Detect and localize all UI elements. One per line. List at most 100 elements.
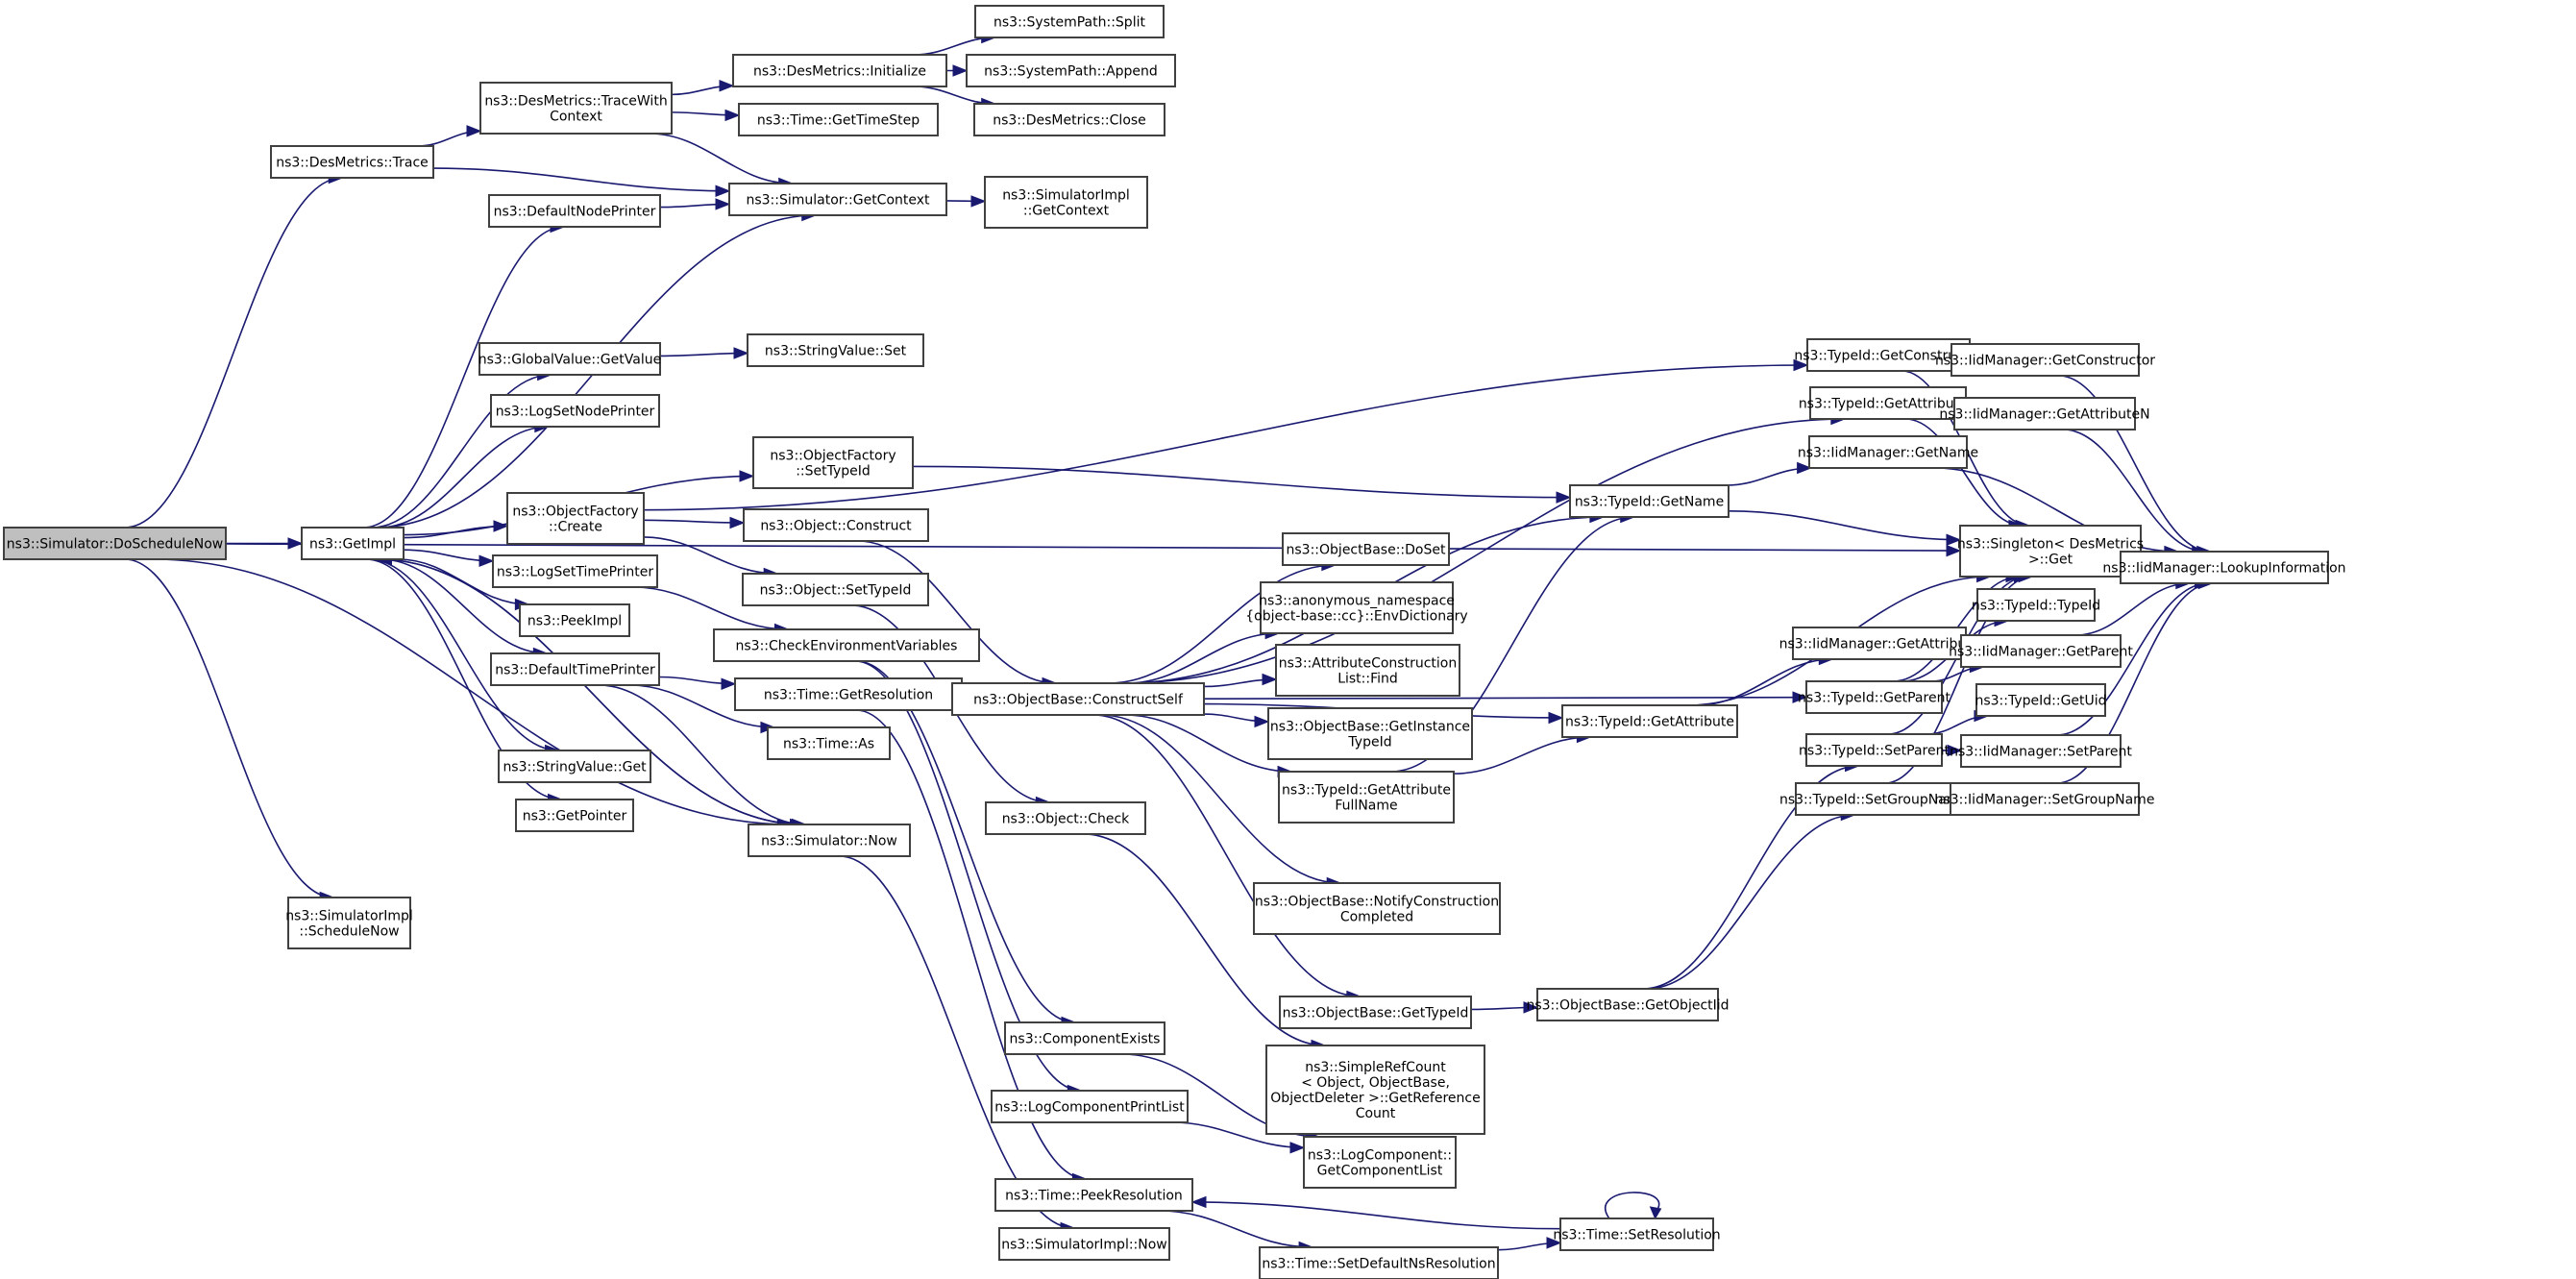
node-object-set-type-id[interactable]: ns3::Object::SetTypeId <box>742 573 929 606</box>
node-box <box>515 799 634 832</box>
edge-objectbase_construct_self-to-typeid_get_parent <box>1203 691 1808 703</box>
edge-line <box>2056 582 2213 784</box>
node-get-pointer[interactable]: ns3::GetPointer <box>515 799 634 832</box>
node-box <box>738 103 939 136</box>
node-label: ns3::TypeId::GetAttribute <box>1565 715 1734 730</box>
node-simulator-now[interactable]: ns3::Simulator::Now <box>748 824 911 857</box>
nodes-layer: ns3::Simulator::DoScheduleNow ns3::GetImp… <box>3 5 2346 1279</box>
node-time-peek-resolution[interactable]: ns3::Time::PeekResolution <box>994 1178 1193 1212</box>
node-objectfactory-create[interactable]: ns3::ObjectFactory::Create <box>506 492 645 545</box>
node-default-node-printer[interactable]: ns3::DefaultNodePrinter <box>488 194 661 228</box>
node-label: GetComponentList <box>1317 1164 1443 1179</box>
node-label: ::SetTypeId <box>796 464 871 480</box>
node-stringvalue-get[interactable]: ns3::StringValue::Get <box>498 750 651 783</box>
node-iidmanager-get-attribute[interactable]: ns3::IidManager::GetAttribute <box>1779 627 1980 660</box>
node-iidmanager-get-attribute-n[interactable]: ns3::IidManager::GetAttributeN <box>1939 397 2150 430</box>
node-log-set-node-printer[interactable]: ns3::LogSetNodePrinter <box>490 394 660 428</box>
node-iidmanager-set-group-name[interactable]: ns3::IidManager::SetGroupName <box>1935 782 2155 816</box>
node-stringvalue-set[interactable]: ns3::StringValue::Set <box>747 333 924 367</box>
node-simulatorimpl-schedule-now[interactable]: ns3::SimulatorImpl::ScheduleNow <box>285 897 413 949</box>
node-globalvalue-get-value[interactable]: ns3::GlobalValue::GetValue <box>478 342 661 376</box>
node-typeid-get-attribute-n[interactable]: ns3::TypeId::GetAttributeN <box>1799 386 1977 420</box>
node-iidmanager-set-parent[interactable]: ns3::IidManager::SetParent <box>1950 734 2132 768</box>
node-time-get-resolution[interactable]: ns3::Time::GetResolution <box>734 677 963 711</box>
node-desmetrics-initialize[interactable]: ns3::DesMetrics::Initialize <box>732 54 947 87</box>
edge-line <box>633 586 789 630</box>
edge-arrowhead <box>1946 533 1962 547</box>
node-iidmanager-get-constructor[interactable]: ns3::IidManager::GetConstructor <box>1935 343 2155 377</box>
node-get-impl[interactable]: ns3::GetImpl <box>301 527 405 560</box>
node-do-schedule-now[interactable]: ns3::Simulator::DoScheduleNow <box>3 527 227 560</box>
node-typeid-set-group-name[interactable]: ns3::TypeId::SetGroupName <box>1779 782 1968 816</box>
node-desmetrics-close[interactable]: ns3::DesMetrics::Close <box>973 103 1165 136</box>
node-env-dictionary[interactable]: ns3::anonymous_namespace{object-base::cc… <box>1245 581 1468 634</box>
node-label: {object-base::cc}::EnvDictionary <box>1245 609 1467 625</box>
node-default-time-printer[interactable]: ns3::DefaultTimePrinter <box>490 652 660 686</box>
node-log-component-print-list[interactable]: ns3::LogComponentPrintList <box>991 1090 1189 1123</box>
node-typeid-get-uid[interactable]: ns3::TypeId::GetUid <box>1975 683 2107 717</box>
node-object-check[interactable]: ns3::Object::Check <box>985 801 1146 835</box>
node-iidmanager-get-name[interactable]: ns3::IidManager::GetName <box>1798 435 1978 469</box>
node-iidmanager-lookup-information[interactable]: ns3::IidManager::LookupInformation <box>2102 551 2346 584</box>
node-objectbase-get-type-id[interactable]: ns3::ObjectBase::GetTypeId <box>1279 996 1472 1029</box>
node-iidmanager-get-parent[interactable]: ns3::IidManager::GetParent <box>1949 634 2133 668</box>
node-box <box>1809 386 1967 420</box>
node-label: ns3::CheckEnvironmentVariables <box>736 639 958 654</box>
node-logcomponent-get-component-list[interactable]: ns3::LogComponent::GetComponentList <box>1303 1136 1457 1189</box>
node-component-exists[interactable]: ns3::ComponentExists <box>1004 1021 1165 1055</box>
edge-line <box>912 465 1571 499</box>
node-time-set-resolution[interactable]: ns3::Time::SetResolution <box>1553 1218 1721 1251</box>
node-systempath-split[interactable]: ns3::SystemPath::Split <box>974 5 1165 38</box>
node-label: ns3::Time::SetResolution <box>1553 1228 1720 1243</box>
edge-arrowhead <box>970 195 987 208</box>
edge-default_node_printer-to-simulator_get_context <box>659 198 731 210</box>
node-simplerefcount-get-reference-count[interactable]: ns3::SimpleRefCount< Object, ObjectBase,… <box>1265 1045 1485 1135</box>
node-time-as[interactable]: ns3::Time::As <box>767 726 891 760</box>
node-typeid-typeid[interactable]: ns3::TypeId::TypeId <box>1972 588 2100 622</box>
edge-line <box>1108 564 1336 684</box>
edge-line <box>378 558 804 825</box>
node-box <box>767 726 891 760</box>
node-time-get-time-step[interactable]: ns3::Time::GetTimeStep <box>738 103 939 136</box>
node-time-set-default-ns-resolution[interactable]: ns3::Time::SetDefaultNsResolution <box>1259 1246 1499 1279</box>
node-typeid-get-parent[interactable]: ns3::TypeId::GetParent <box>1798 680 1950 714</box>
node-label: ns3::LogSetTimePrinter <box>497 565 654 580</box>
node-box <box>1950 343 2140 377</box>
node-simulator-get-context[interactable]: ns3::Simulator::GetContext <box>728 183 947 216</box>
node-box <box>1260 581 1454 634</box>
node-objectbase-do-set[interactable]: ns3::ObjectBase::DoSet <box>1282 532 1450 566</box>
node-label: FullName <box>1335 799 1397 814</box>
node-label: ns3::TypeId::GetConstructor <box>1794 349 1982 364</box>
node-label: ns3::Time::GetResolution <box>764 688 933 703</box>
node-systempath-append[interactable]: ns3::SystemPath::Append <box>966 54 1176 87</box>
node-typeid-set-parent[interactable]: ns3::TypeId::SetParent <box>1799 733 1950 767</box>
node-log-set-time-printer[interactable]: ns3::LogSetTimePrinter <box>492 554 658 588</box>
edge-arrowhead <box>1289 1142 1306 1154</box>
node-label: ns3::Object::Check <box>1002 812 1130 827</box>
node-simulatorimpl-now[interactable]: ns3::SimulatorImpl::Now <box>998 1227 1170 1261</box>
node-peek-impl[interactable]: ns3::PeekImpl <box>519 603 630 637</box>
node-label: Context <box>550 110 602 125</box>
edge-objectfactory_set_type_id-to-typeid_get_name <box>912 465 1572 504</box>
node-objectbase-get-object-iid[interactable]: ns3::ObjectBase::GetObjectIid <box>1526 988 1730 1021</box>
node-object-construct[interactable]: ns3::Object::Construct <box>743 508 929 542</box>
node-box <box>1795 782 1952 816</box>
node-objectfactory-set-type-id[interactable]: ns3::ObjectFactory::SetTypeId <box>752 436 914 489</box>
node-objectbase-notify-construction-completed[interactable]: ns3::ObjectBase::NotifyConstructionCompl… <box>1253 882 1501 935</box>
node-label: ns3::TypeId::GetAttribute <box>1282 783 1451 799</box>
node-desmetrics-trace[interactable]: ns3::DesMetrics::Trace <box>270 145 434 179</box>
node-simulatorimpl-get-context[interactable]: ns3::SimulatorImpl::GetContext <box>984 176 1148 229</box>
node-objectbase-construct-self[interactable]: ns3::ObjectBase::ConstructSelf <box>951 682 1205 716</box>
node-typeid-get-attribute[interactable]: ns3::TypeId::GetAttribute <box>1561 704 1738 738</box>
edge-arrowhead <box>478 554 495 568</box>
node-typeid-get-name[interactable]: ns3::TypeId::GetName <box>1569 484 1730 518</box>
node-check-environment-variables[interactable]: ns3::CheckEnvironmentVariables <box>713 628 980 662</box>
node-box <box>1975 683 2106 717</box>
node-label: ns3::IidManager::SetGroupName <box>1935 793 2155 808</box>
edge-line <box>1191 1201 1561 1230</box>
node-label: ns3::ObjectBase::ConstructSelf <box>973 693 1184 708</box>
